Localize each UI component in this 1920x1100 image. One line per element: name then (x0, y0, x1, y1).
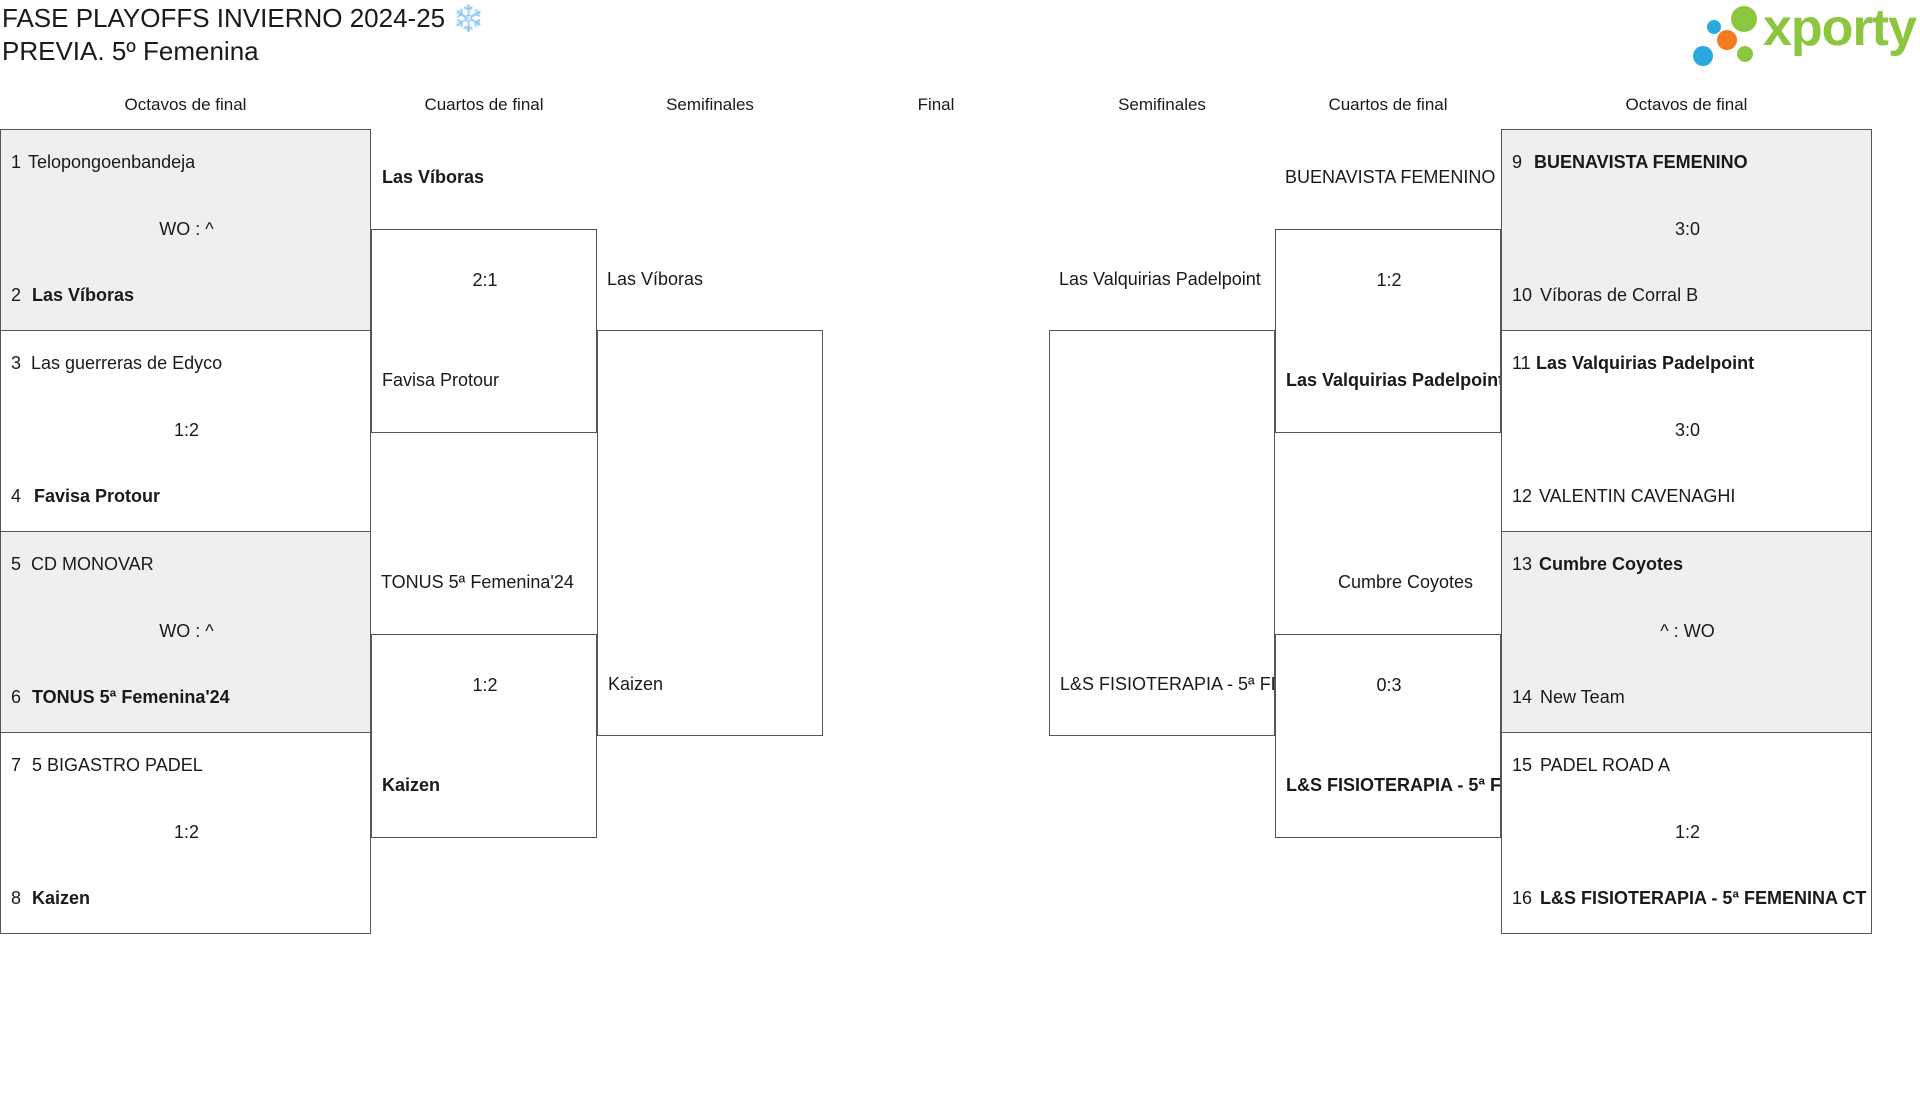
match-score: WO : ^ (159, 219, 214, 239)
match-card-right-r16-3[interactable]: 13 Cumbre Coyotes ^ : WO 14 New Team (1501, 531, 1872, 733)
team-name-winner: Kaizen (32, 888, 91, 908)
team-name-winner: Cumbre Coyotes (1539, 554, 1684, 574)
seed-number: 8 (11, 888, 22, 908)
seed-number: 16 (1512, 888, 1533, 908)
match-card-right-r16-4[interactable]: 15 PADEL ROAD A 1:2 16 L&S FISIOTERAPIA … (1501, 732, 1872, 934)
seed-number: 15 (1512, 755, 1533, 775)
match-score: 0:3 (1376, 675, 1402, 695)
column-header-left-qf: Cuartos de final (424, 95, 544, 114)
match-card-left-qf-2[interactable]: 1:2 Kaizen (371, 634, 597, 838)
team-name-winner: Las Víboras (32, 285, 135, 305)
seed-number: 3 (11, 353, 22, 373)
team-name: Telopongoenbandeja (28, 152, 196, 172)
logo-dot-blue-small-icon (1707, 20, 1721, 34)
column-header-right-sf: Semifinales (1118, 95, 1206, 114)
column-header-left-r16: Octavos de final (124, 95, 247, 114)
seed-number: 2 (11, 285, 22, 305)
seed-number: 14 (1512, 687, 1533, 707)
team-name-winner: BUENAVISTA FEMENINO (1534, 152, 1748, 172)
right-qf-2-team-a: Cumbre Coyotes (1338, 572, 1474, 592)
team-name-winner: Las Valquirias Padelpoint (1286, 370, 1501, 390)
match-card-right-qf-2[interactable]: 0:3 L&S FISIOTERAPIA - 5ª FEMENINA CT (1275, 634, 1501, 838)
match-score: 3:0 (1674, 420, 1701, 440)
left-qf-2-team-a: TONUS 5ª Femenina'24 (381, 572, 574, 592)
seed-number: 4 (11, 486, 22, 506)
seed-number: 13 (1512, 554, 1533, 574)
seed-number: 7 (11, 755, 22, 775)
team-name-winner: Kaizen (382, 775, 441, 795)
team-name: 5 BIGASTRO PADEL (32, 755, 203, 775)
team-name: Las guerreras de Edyco (31, 353, 223, 373)
match-score: ^ : WO (1660, 621, 1715, 641)
logo-dot-green-small-icon (1737, 46, 1753, 62)
left-qf-1-team-a: Las Víboras (382, 167, 485, 187)
team-name: Kaizen (608, 674, 664, 694)
team-name-winner: TONUS 5ª Femenina'24 (32, 687, 230, 707)
seed-number: 5 (11, 554, 22, 574)
logo-text: xporty (1763, 0, 1917, 57)
right-qf-1-team-a: BUENAVISTA FEMENINO (1285, 167, 1496, 187)
seed-number: 1 (11, 152, 22, 172)
seed-number: 11 (1512, 353, 1531, 373)
match-card-right-sf[interactable]: L&S FISIOTERAPIA - 5ª FEMENINA CT (1049, 330, 1275, 736)
team-name: PADEL ROAD A (1540, 755, 1671, 775)
match-score: 3:0 (1674, 219, 1701, 239)
seed-number: 10 (1512, 285, 1533, 305)
seed-number: 12 (1512, 486, 1533, 506)
match-card-right-r16-2[interactable]: 11 Las Valquirias Padelpoint 3:0 12 VALE… (1501, 330, 1872, 532)
team-name: Favisa Protour (382, 370, 500, 390)
logo-dot-orange-icon (1717, 30, 1737, 50)
team-name-winner: L&S FISIOTERAPIA - 5ª FEMENINA CT (1286, 775, 1501, 795)
match-score: WO : ^ (159, 621, 214, 641)
logo-dot-blue-icon (1693, 46, 1713, 66)
team-name-winner: L&S FISIOTERAPIA - 5ª FEMENINA CT (1540, 888, 1867, 908)
team-name: New Team (1540, 687, 1625, 707)
xporty-logo[interactable]: xporty (1693, 0, 1919, 68)
column-header-right-r16: Octavos de final (1625, 95, 1748, 114)
match-score: 2:1 (472, 270, 498, 290)
match-card-left-qf-1[interactable]: 2:1 Favisa Protour (371, 229, 597, 433)
column-header-final: Final (917, 95, 955, 114)
match-score: 1:2 (472, 675, 498, 695)
team-name-winner: Favisa Protour (34, 486, 161, 506)
team-name: L&S FISIOTERAPIA - 5ª FEMENINA CT (1060, 674, 1274, 694)
right-sf-team-a: Las Valquirias Padelpoint (1059, 269, 1261, 289)
logo-dot-green-icon (1731, 6, 1757, 32)
match-card-left-r16-1[interactable]: 1 Telopongoenbandeja WO : ^ 2 Las Víbora… (0, 129, 371, 331)
match-score: 1:2 (173, 420, 200, 440)
match-card-right-r16-1[interactable]: 9 BUENAVISTA FEMENINO 3:0 10 Víboras de … (1501, 129, 1872, 331)
match-score: 1:2 (173, 822, 200, 842)
page-title: FASE PLAYOFFS INVIERNO 2024-25 ❄️ (2, 3, 485, 33)
column-header-right-qf: Cuartos de final (1328, 95, 1448, 114)
match-card-right-qf-1[interactable]: 1:2 Las Valquirias Padelpoint (1275, 229, 1501, 433)
match-score: 1:2 (1376, 270, 1402, 290)
team-name: CD MONOVAR (31, 554, 154, 574)
match-card-left-r16-3[interactable]: 5 CD MONOVAR WO : ^ 6 TONUS 5ª Femenina'… (0, 531, 371, 733)
team-name: Víboras de Corral B (1540, 285, 1699, 305)
seed-number: 9 (1512, 152, 1523, 172)
seed-number: 6 (11, 687, 22, 707)
team-name-winner: Las Valquirias Padelpoint (1536, 353, 1755, 373)
left-sf-team-a: Las Víboras (607, 269, 704, 289)
team-name: VALENTIN CAVENAGHI (1539, 486, 1736, 506)
page-subtitle: PREVIA. 5º Femenina (2, 36, 259, 66)
match-card-left-sf[interactable]: Kaizen (597, 330, 823, 736)
match-score: 1:2 (1674, 822, 1701, 842)
match-card-left-r16-2[interactable]: 3 Las guerreras de Edyco 1:2 4 Favisa Pr… (0, 330, 371, 532)
column-header-left-sf: Semifinales (666, 95, 754, 114)
match-card-left-r16-4[interactable]: 7 5 BIGASTRO PADEL 1:2 8 Kaizen (0, 732, 371, 934)
